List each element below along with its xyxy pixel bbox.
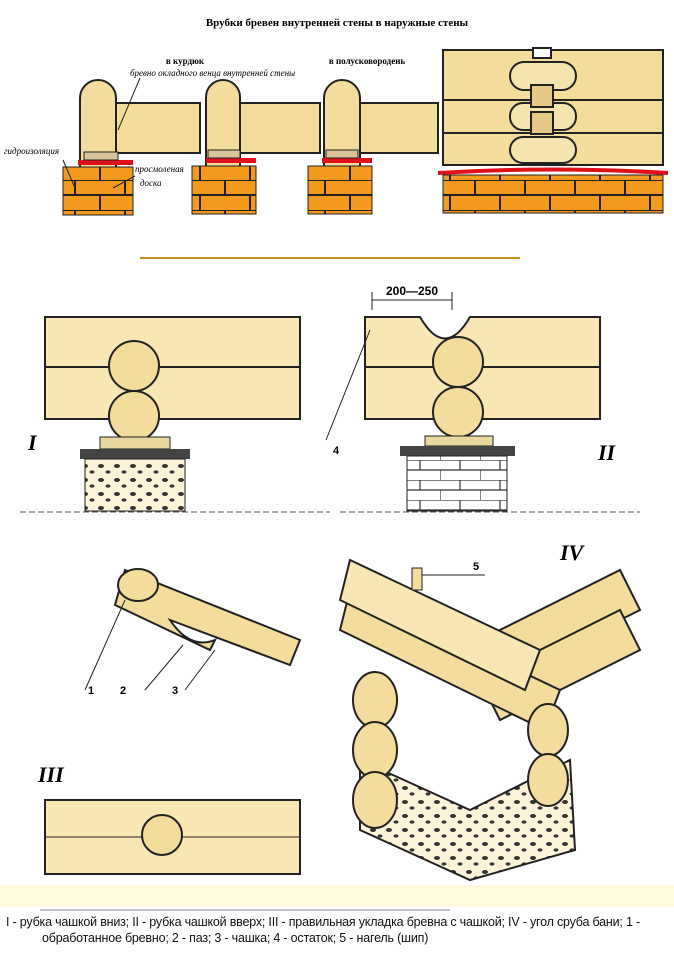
figure-1: I [20, 316, 330, 513]
callout-3: 3 [172, 685, 178, 697]
figure-2: 200—250 4 II [325, 284, 640, 513]
figure-4-label: IV [559, 540, 586, 565]
callout-1: 1 [88, 685, 94, 697]
caption-highlight [0, 885, 674, 907]
caption-line-2: обработанное бревно; 2 - паз; 3 - чашка;… [42, 931, 429, 945]
top-title: Врубки бревен внутренней стены в наружны… [206, 17, 469, 29]
callout-4: 4 [333, 445, 340, 457]
label-board-1: просмоленая [135, 164, 184, 174]
label-log: бревно окладного венца внутренней стены [130, 68, 295, 78]
figure-2-label: II [597, 440, 617, 465]
figure-1-label: I [27, 430, 38, 455]
figure-3: III [37, 762, 301, 875]
dimension-label: 200—250 [386, 284, 438, 298]
caption: I - рубка чашкой вниз; II - рубка чашкой… [6, 914, 670, 946]
callout-5: 5 [473, 561, 479, 573]
top-section: Врубки бревен внутренней стены в наружны… [4, 17, 669, 216]
wall-elevation [437, 47, 669, 214]
label-hydro: гидроизоляция [4, 146, 59, 156]
log-detail: 1 2 3 [84, 568, 302, 697]
figure-3-label: III [37, 762, 65, 787]
label-board-2: доска [140, 178, 162, 188]
figure-4: 5 IV [338, 540, 642, 882]
joint-kurdyuk [62, 79, 201, 216]
label-kurdyuk: в курдюк [166, 56, 205, 66]
callout-2: 2 [120, 685, 126, 697]
label-polusk: в полусковородень [329, 56, 406, 66]
joint-polusk [307, 79, 439, 215]
caption-line-1: I - рубка чашкой вниз; II - рубка чашкой… [6, 915, 640, 929]
joint-center [191, 79, 321, 215]
